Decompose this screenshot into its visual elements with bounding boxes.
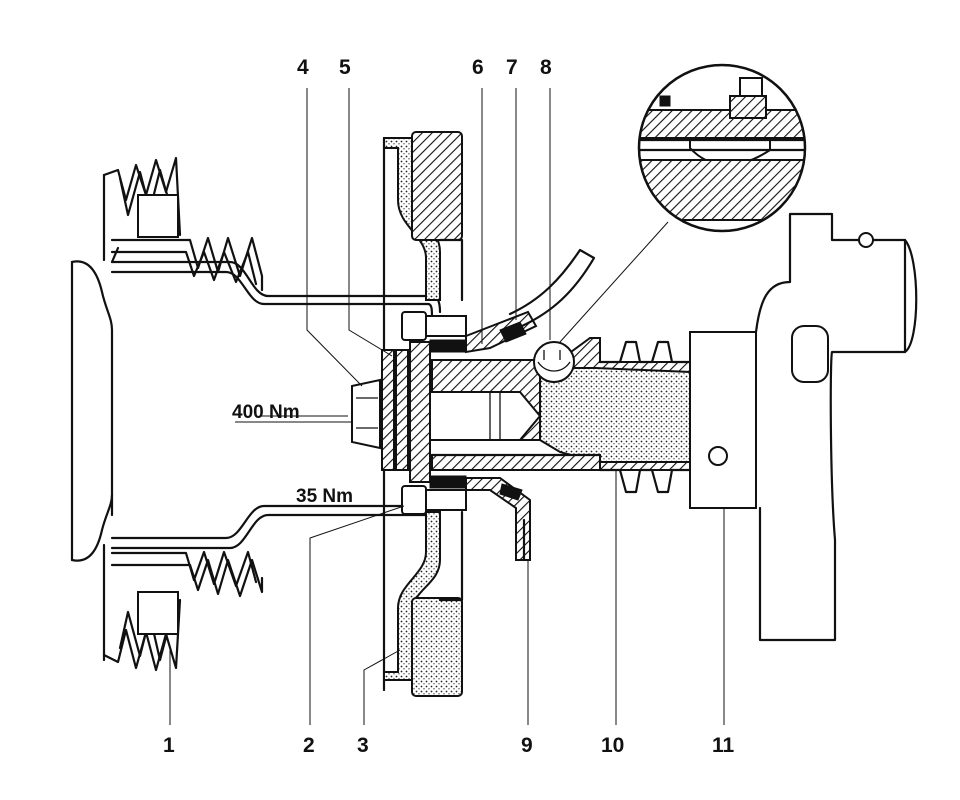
callout-11: 11: [712, 734, 735, 757]
leader-lines: [169, 88, 725, 725]
callout-8: 8: [540, 56, 552, 79]
crankshaft-gear: [598, 340, 692, 494]
vibration-damper: [382, 131, 464, 697]
callout-4: 4: [297, 56, 309, 79]
v-belt-pulley: [70, 156, 264, 672]
callout-6: 6: [472, 56, 484, 79]
callout-3: 3: [357, 734, 369, 757]
crank-web: [689, 212, 918, 642]
callout-10: 10: [601, 734, 624, 757]
callout-7: 7: [506, 56, 518, 79]
bolt-torque-label: 400 Nm: [232, 402, 300, 423]
callout-1: 1: [163, 734, 175, 757]
callout-9: 9: [521, 734, 533, 757]
callout-5: 5: [339, 56, 351, 79]
crankshaft-nose: [391, 337, 691, 471]
pulley-screws: [401, 311, 467, 515]
thrust-washer-stack: [381, 341, 431, 483]
callout-2: 2: [303, 734, 315, 757]
oil-seal-housing: [465, 248, 596, 562]
screw-torque-label: 35 Nm: [296, 486, 353, 507]
magnified-detail: [533, 63, 807, 383]
